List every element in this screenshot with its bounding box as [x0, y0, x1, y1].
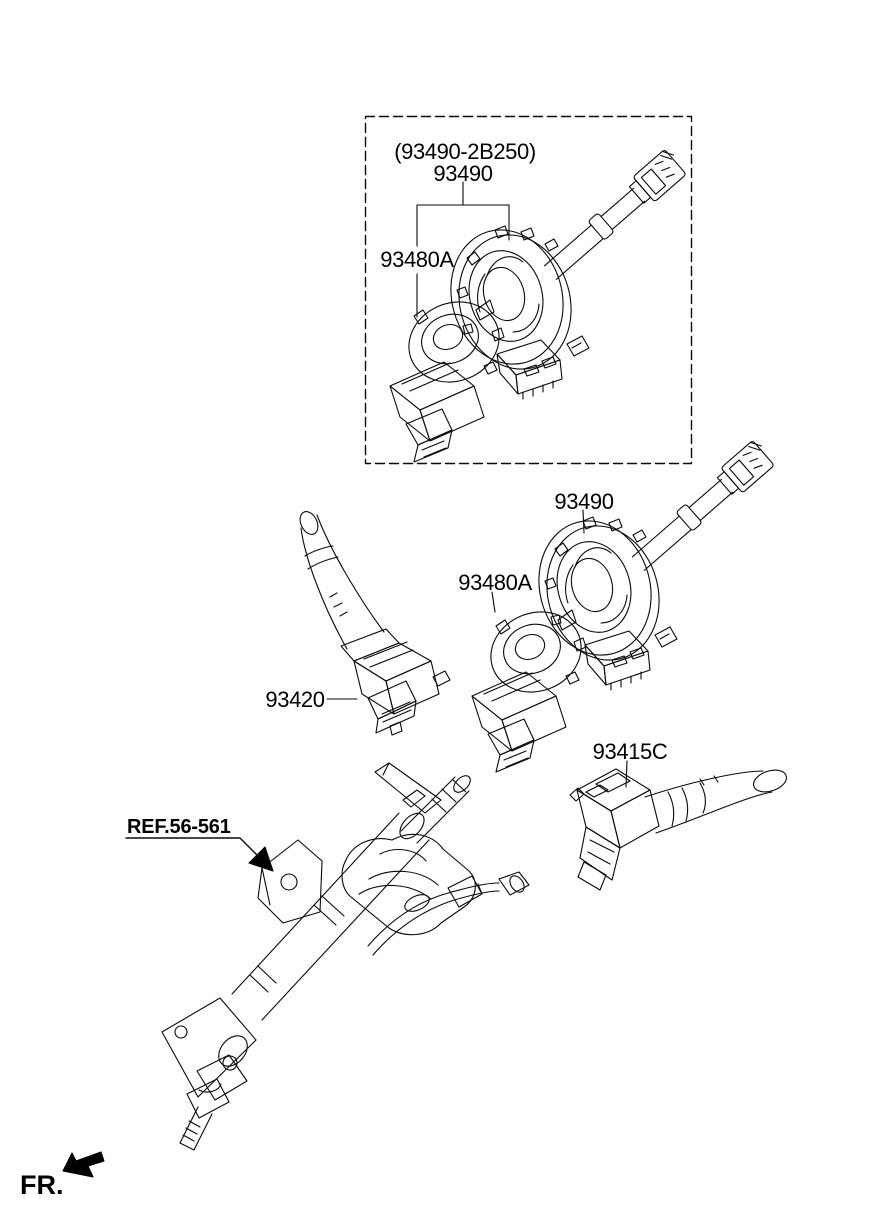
part-label-93420[interactable]: 93420	[265, 687, 325, 712]
clockspring-drawing	[522, 437, 778, 691]
leader-line-93480a	[491, 591, 496, 613]
part-label-93490-2b250[interactable]: (93490-2B250)	[394, 139, 536, 164]
leader-line-ref	[125, 837, 258, 856]
part-label-93480a[interactable]: 93480A	[458, 570, 532, 595]
option-group-box	[364, 115, 693, 465]
leader-bracket-boxed-group	[416, 181, 510, 318]
leader-line-93415c	[625, 760, 628, 788]
fr-label: FR.	[20, 1170, 64, 1200]
part-label-93490[interactable]: 93490	[554, 489, 614, 514]
fr-direction-arrow-icon	[62, 1151, 105, 1178]
wiper-switch-drawing	[569, 768, 788, 891]
ref-arrowhead-icon	[248, 846, 274, 872]
part-label-93480a-boxed[interactable]: 93480A	[380, 247, 454, 272]
contact-switch-drawing	[471, 598, 594, 773]
ref-label-56-561[interactable]: REF.56-561	[127, 816, 231, 838]
turn-signal-switch-drawing	[299, 511, 451, 736]
part-label-93415c[interactable]: 93415C	[592, 739, 668, 764]
part-label-93490-boxed[interactable]: 93490	[433, 161, 493, 186]
steering-column-drawing	[161, 762, 530, 1151]
